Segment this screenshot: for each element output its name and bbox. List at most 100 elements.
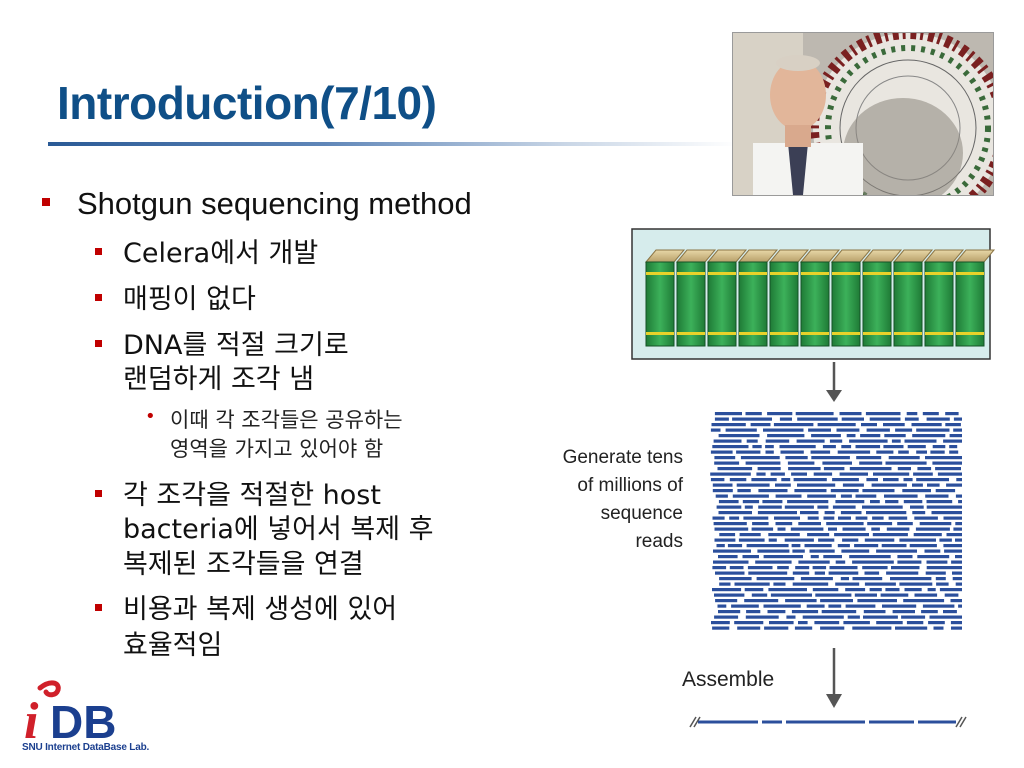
- read-fragment: [807, 494, 836, 498]
- read-fragment: [750, 423, 771, 427]
- read-fragment: [852, 626, 892, 630]
- read-fragment: [841, 549, 870, 553]
- read-fragment: [792, 549, 805, 553]
- read-fragment: [774, 516, 800, 520]
- read-fragment: [791, 472, 807, 476]
- read-fragment: [852, 577, 883, 581]
- read-fragment: [777, 527, 786, 531]
- read-fragment: [904, 439, 937, 443]
- read-fragment: [790, 527, 824, 531]
- read-fragment: [797, 483, 836, 487]
- read-fragment: [839, 412, 862, 416]
- read-fragment: [956, 478, 962, 482]
- read-fragment: [822, 461, 852, 465]
- read-fragment: [716, 505, 742, 509]
- read-fragment: [857, 599, 897, 603]
- read-fragment: [717, 467, 753, 471]
- read-fragment: [738, 538, 765, 542]
- read-fragment: [932, 461, 962, 465]
- read-fragment: [916, 478, 949, 482]
- caption-line: Generate tens: [562, 447, 683, 468]
- read-fragment: [794, 489, 827, 493]
- read-fragment: [926, 560, 948, 564]
- read-fragment: [906, 412, 918, 416]
- read-fragment: [711, 423, 746, 427]
- caption-line: sequence: [600, 503, 683, 524]
- read-fragment: [897, 522, 913, 526]
- read-fragment: [809, 549, 835, 553]
- read-fragment: [839, 472, 868, 476]
- read-fragment: [943, 544, 962, 548]
- read-fragment: [842, 527, 866, 531]
- read-fragment: [921, 610, 938, 614]
- read-fragment: [751, 527, 774, 531]
- read-fragment: [892, 610, 915, 614]
- read-fragment: [740, 456, 780, 460]
- read-fragment: [714, 538, 736, 542]
- read-fragment: [775, 522, 793, 526]
- read-fragment: [849, 467, 892, 471]
- read-fragment: [830, 489, 859, 493]
- read-fragment: [866, 478, 878, 482]
- read-fragment: [797, 417, 838, 421]
- read-fragment: [752, 445, 762, 449]
- read-fragment: [955, 522, 962, 526]
- read-fragment: [811, 434, 841, 438]
- read-fragment: [747, 566, 773, 570]
- read-fragment: [745, 615, 779, 619]
- read-fragment: [886, 527, 910, 531]
- read-fragment: [793, 478, 827, 482]
- read-fragment: [917, 555, 950, 559]
- read-fragment: [710, 472, 751, 476]
- read-fragment: [764, 626, 789, 630]
- read-fragment: [820, 599, 853, 603]
- read-fragment: [855, 516, 868, 520]
- read-fragment: [909, 544, 937, 548]
- read-fragment: [785, 599, 817, 603]
- read-fragment: [886, 571, 919, 575]
- bullet-marker: [95, 294, 102, 301]
- read-fragment: [736, 483, 770, 487]
- read-fragment: [944, 593, 959, 597]
- read-fragment: [768, 538, 777, 542]
- read-fragment: [926, 500, 953, 504]
- read-fragment: [864, 582, 896, 586]
- read-fragment: [794, 626, 813, 630]
- read-fragment: [882, 604, 917, 608]
- read-fragment: [835, 500, 865, 504]
- read-fragment: [890, 577, 932, 581]
- read-fragment: [835, 560, 846, 564]
- read-fragment: [955, 494, 962, 498]
- bullet-main: Shotgun sequencing method: [77, 186, 472, 221]
- read-fragment: [903, 478, 913, 482]
- bullet-item: 매핑이 없다: [123, 284, 256, 315]
- read-fragment: [729, 566, 744, 570]
- read-fragment: [787, 461, 815, 465]
- read-fragment: [891, 566, 920, 570]
- read-fragment: [800, 577, 833, 581]
- read-fragment: [710, 428, 721, 432]
- read-fragment: [823, 467, 845, 471]
- read-fragment: [768, 533, 800, 537]
- read-fragment: [846, 434, 856, 438]
- read-fragment: [712, 483, 733, 487]
- read-fragment: [926, 417, 950, 421]
- read-fragment: [718, 434, 760, 438]
- read-fragment: [718, 610, 741, 614]
- read-fragment: [755, 560, 792, 564]
- read-fragment: [796, 439, 825, 443]
- read-fragment: [713, 522, 747, 526]
- read-fragment: [714, 461, 740, 465]
- read-fragment: [717, 604, 727, 608]
- read-fragment: [883, 478, 899, 482]
- read-fragment: [713, 560, 749, 564]
- read-fragment: [808, 428, 831, 432]
- bullet-item: 비용과 복제 생성에 있어: [123, 594, 398, 625]
- read-fragment: [714, 593, 745, 597]
- read-fragment: [775, 483, 791, 487]
- read-fragment: [925, 571, 946, 575]
- read-fragment: [746, 610, 761, 614]
- read-fragment: [763, 555, 803, 559]
- read-fragment: [907, 445, 926, 449]
- read-fragment: [719, 533, 736, 537]
